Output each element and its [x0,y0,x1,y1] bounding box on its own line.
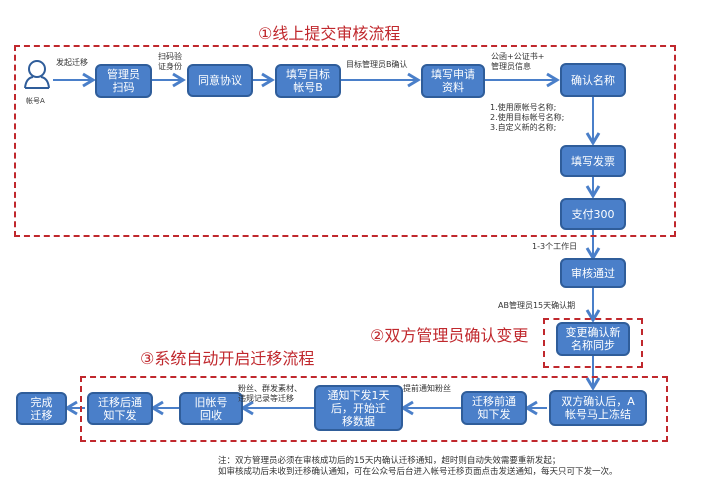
node-post-notice: 迁移后通 知下发 [87,392,153,425]
person-icon [24,60,50,89]
section3-title: ③系统自动开启迁移流程 [140,349,315,368]
node-start-migrate: 通知下发1天 后，开始迁 移数据 [314,385,403,431]
node-agree: 同意协议 [187,64,253,97]
section3-frame [80,376,668,442]
node-pre-notice: 迁移前通 知下发 [461,391,527,425]
label-workdays: 1-3个工作日 [532,242,578,251]
node-approved: 审核通过 [560,258,626,288]
node-fill-application: 填写申请 资料 [421,64,485,98]
label-scan-verify: 扫码验 证身份 [158,52,182,71]
node-admin-scan: 管理员 扫码 [95,64,152,98]
label-name-options: 1.使用原帐号名称; 2.使用目标帐号名称; 3.自定义新的名称; [490,103,565,132]
label-docs: 公函+公证书+ 管理员信息 [491,52,545,71]
actor-label: 帐号A [26,97,45,105]
label-target-confirm: 目标管理员B确认 [346,60,408,69]
section2-frame [543,318,643,368]
node-freeze: 双方确认后，A 帐号马上冻结 [549,390,647,426]
label-confirm-period: AB管理员15天确认期 [498,301,576,310]
label-notify-fans: 提前通知粉丝 [403,384,451,393]
node-name-sync: 变更确认新 名称同步 [556,322,630,356]
section1-frame [14,45,676,237]
footnote: 注：双方管理员必须在审核成功后的15天内确认迁移通知，超时则自动失效需要重新发起… [218,456,618,477]
section2-title: ②双方管理员确认变更 [370,326,529,345]
node-done: 完成 迁移 [16,392,67,425]
label-migrate-items: 粉丝、群发素材、 违规记录等迁移 [238,384,302,403]
section1-title: ①线上提交审核流程 [258,24,401,43]
node-pay: 支付300 [560,198,626,230]
node-confirm-name: 确认名称 [560,63,626,97]
node-fill-target: 填写目标 帐号B [275,64,341,98]
label-initiate: 发起迁移 [56,58,88,67]
node-recycle: 旧帐号 回收 [179,392,243,425]
node-fill-invoice: 填写发票 [560,145,626,177]
